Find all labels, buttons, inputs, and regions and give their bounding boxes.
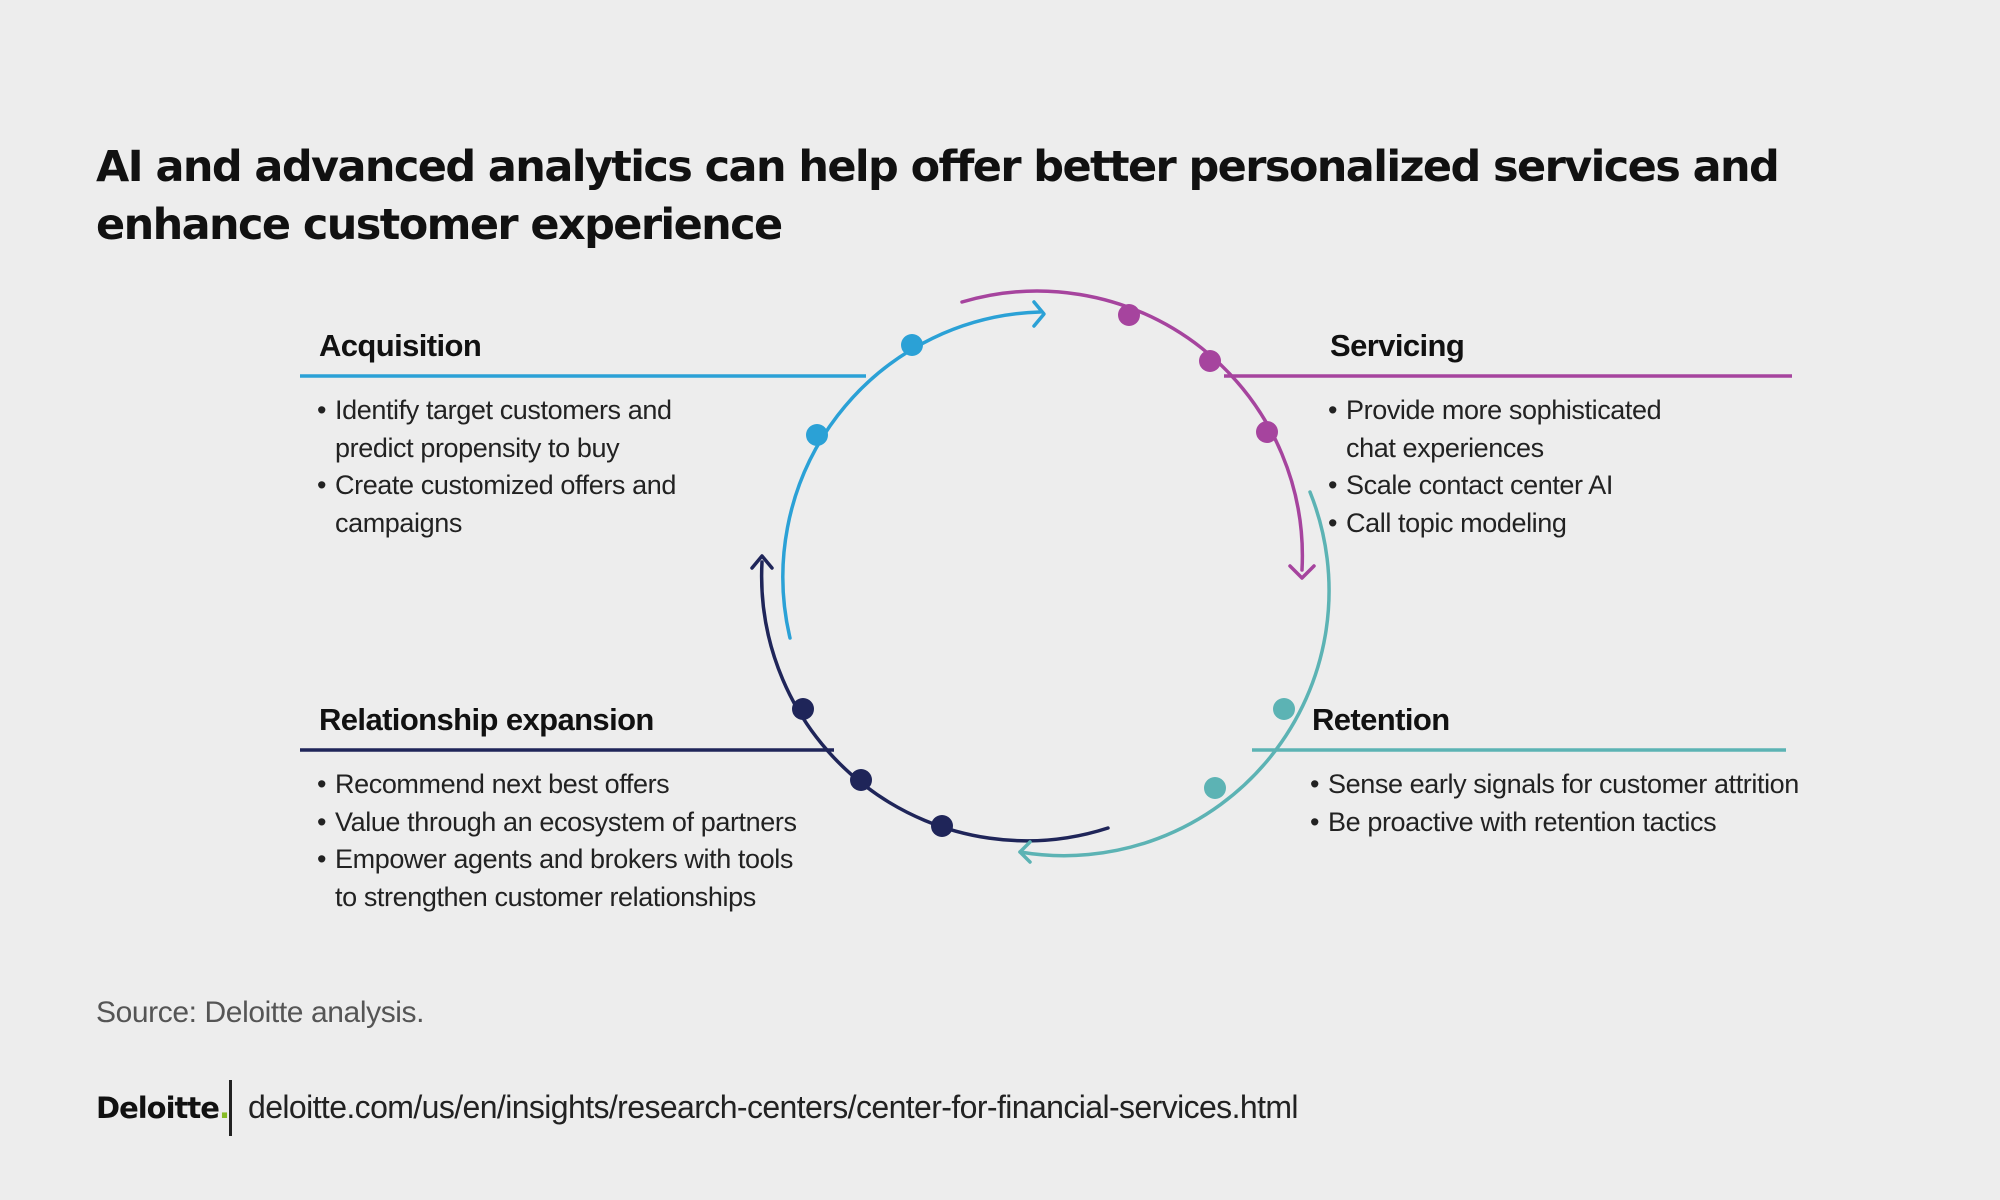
deloitte-logo: Deloitte. <box>96 1090 230 1126</box>
logo-dot: . <box>218 1091 230 1125</box>
servicing-title: Servicing <box>1330 328 1465 363</box>
relationship-expansion-dot <box>850 769 872 791</box>
relationship-expansion-bullet-list: Recommend next best offers Value through… <box>317 766 817 916</box>
acquisition-arc <box>781 310 1042 640</box>
retention-title: Retention <box>1312 702 1450 737</box>
footer-divider <box>229 1080 232 1136</box>
retention-bullet: Be proactive with retention tactics <box>1310 804 1870 842</box>
servicing-dot <box>1199 350 1221 372</box>
source-note: Source: Deloitte analysis. <box>96 996 425 1029</box>
retention-bullet-list: Sense early signals for customer attriti… <box>1310 766 1870 841</box>
relationship-expansion-dot <box>792 698 814 720</box>
servicing-dot <box>1118 304 1140 326</box>
retention-arc <box>1018 490 1331 858</box>
servicing-bullet: Provide more sophisticated chat experien… <box>1328 392 1688 467</box>
acquisition-dot <box>806 424 828 446</box>
servicing-arrow-icon <box>1288 564 1316 580</box>
footer-url: deloitte.com/us/en/insights/research-cen… <box>248 1089 1299 1125</box>
acquisition-bullet: Create customized offers and campaigns <box>317 467 717 542</box>
servicing-arc <box>960 289 1305 572</box>
servicing-dot <box>1256 421 1278 443</box>
retention-dot <box>1273 698 1295 720</box>
servicing-bullet-list: Provide more sophisticated chat experien… <box>1328 392 1688 542</box>
acquisition-dot <box>901 334 923 356</box>
relationship-expansion-title: Relationship expansion <box>319 702 654 737</box>
relationship-expansion-bullet: Recommend next best offers <box>317 766 817 804</box>
relationship-expansion-dot <box>931 815 953 837</box>
servicing-bullet: Call topic modeling <box>1328 505 1688 543</box>
relationship-expansion-bullet: Value through an ecosystem of partners <box>317 804 817 842</box>
relationship-expansion-arrow-icon <box>750 554 774 570</box>
acquisition-arrow-icon <box>1032 300 1046 328</box>
relationship-expansion-bullet: Empower agents and brokers with tools to… <box>317 841 817 916</box>
servicing-bullet: Scale contact center AI <box>1328 467 1688 505</box>
acquisition-title: Acquisition <box>319 328 482 363</box>
page-title: AI and advanced analytics can help offer… <box>96 142 1780 250</box>
retention-arrow-icon <box>1018 840 1032 864</box>
logo-text: Deloitte <box>96 1091 220 1125</box>
acquisition-bullet: Identify target customers and predict pr… <box>317 392 717 467</box>
acquisition-bullet-list: Identify target customers and predict pr… <box>317 392 717 542</box>
retention-bullet: Sense early signals for customer attriti… <box>1310 766 1870 804</box>
retention-dot <box>1204 777 1226 799</box>
